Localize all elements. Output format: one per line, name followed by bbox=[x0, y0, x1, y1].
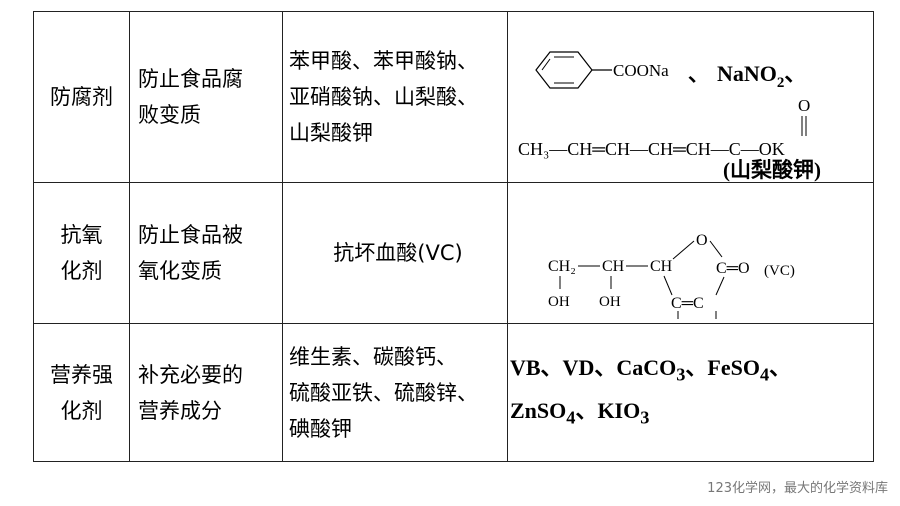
sorbate-chain: CH₃—CH═CH—CH═CH—C—OK bbox=[518, 139, 785, 159]
food-additive-table: 防腐剂 防止食品腐 败变质 苯甲酸、苯甲酸钠、 亚硝酸钠、山梨酸、 山梨酸钾 C… bbox=[33, 11, 874, 462]
benzene-ring-icon bbox=[535, 51, 612, 89]
function-cell: 防止食品腐 败变质 bbox=[129, 11, 283, 183]
category-text: 化剂 bbox=[60, 398, 103, 423]
ascorbic-acid-structure: CH₂ CH CH O C═O C═C (VC) OH OH bbox=[548, 232, 795, 319]
substances-cell: 维生素、碳酸钙、 硫酸亚铁、硫酸锌、 碘酸钾 bbox=[282, 323, 508, 462]
category-text: 抗氧 bbox=[60, 223, 103, 247]
nutrient-formulas-line: ZnSO4、KIO3 bbox=[510, 397, 650, 427]
function-text: 防止食品被 bbox=[138, 223, 243, 247]
substance-text: 苯甲酸、苯甲酸钠、 bbox=[289, 49, 478, 73]
table-row: 营养强 化剂 补充必要的 营养成分 维生素、碳酸钙、 硫酸亚铁、硫酸锌、 碘酸钾… bbox=[33, 323, 874, 462]
ch2-group: CH₂ bbox=[548, 258, 576, 275]
category-cell: 营养强 化剂 bbox=[33, 323, 130, 462]
ring-oxygen: O bbox=[696, 232, 708, 249]
function-cell: 补充必要的 营养成分 bbox=[129, 323, 283, 462]
function-text: 防止食品腐 bbox=[138, 67, 243, 91]
separator: 、 bbox=[688, 62, 709, 86]
ring-bond bbox=[672, 240, 695, 260]
substance-text: 抗坏血酸(VC) bbox=[333, 241, 463, 265]
ring-bond bbox=[715, 276, 725, 296]
carbonyl-o: O bbox=[798, 96, 810, 115]
substances-cell: 抗坏血酸(VC) bbox=[282, 182, 508, 324]
substance-text: 亚硝酸钠、山梨酸、 bbox=[289, 85, 478, 109]
function-cell: 防止食品被 氧化变质 bbox=[129, 182, 283, 324]
function-text: 补充必要的 bbox=[138, 362, 243, 387]
nano2-formula: NaNO2、 bbox=[717, 61, 806, 91]
function-text: 氧化变质 bbox=[138, 259, 222, 283]
hydroxyl: OH bbox=[599, 294, 621, 310]
table-row: 抗氧 化剂 防止食品被 氧化变质 抗坏血酸(VC) CH₂ CH CH O C═… bbox=[33, 182, 874, 324]
hydroxyl: OH bbox=[548, 294, 570, 310]
ring-bond bbox=[709, 240, 723, 258]
table-row: 防腐剂 防止食品腐 败变质 苯甲酸、苯甲酸钠、 亚硝酸钠、山梨酸、 山梨酸钾 C… bbox=[33, 11, 874, 183]
substance-text: 维生素、碳酸钙、 bbox=[289, 344, 457, 369]
formula-cell: CH₂ CH CH O C═O C═C (VC) OH OH bbox=[507, 182, 874, 324]
nutrient-formulas-line: VB、VD、CaCO3、FeSO4、 bbox=[510, 355, 792, 385]
enediol: C═C bbox=[671, 295, 704, 312]
sorbate-name: (山梨酸钾) bbox=[723, 158, 821, 182]
category-cell: 防腐剂 bbox=[33, 11, 130, 183]
category-text: 营养强 bbox=[50, 362, 113, 387]
formula-cell: COONa 、 NaNO2、 O CH₃—CH═CH—CH═CH—C—OK (山… bbox=[507, 11, 874, 183]
function-text: 败变质 bbox=[138, 103, 201, 127]
category-text: 防腐剂 bbox=[50, 85, 113, 109]
category-cell: 抗氧 化剂 bbox=[33, 182, 130, 324]
ring-bond bbox=[663, 275, 673, 296]
substances-cell: 苯甲酸、苯甲酸钠、 亚硝酸钠、山梨酸、 山梨酸钾 bbox=[282, 11, 508, 183]
vc-label: (VC) bbox=[764, 263, 795, 279]
ring-ch: CH bbox=[650, 258, 673, 275]
formula-cell: VB、VD、CaCO3、FeSO4、 ZnSO4、KIO3 bbox=[507, 323, 874, 462]
substance-text: 山梨酸钾 bbox=[289, 121, 373, 145]
benzoate-label: COONa bbox=[613, 61, 669, 80]
substance-text: 硫酸亚铁、硫酸锌、 bbox=[289, 380, 478, 405]
preservative-structures: COONa 、 NaNO2、 O CH₃—CH═CH—CH═CH—C—OK (山… bbox=[518, 51, 821, 182]
function-text: 营养成分 bbox=[138, 398, 222, 423]
carbonyl: C═O bbox=[716, 260, 750, 277]
substance-text: 碘酸钾 bbox=[289, 416, 352, 441]
ch-group: CH bbox=[602, 258, 625, 275]
watermark-text: 123化学网，最大的化学资料库 bbox=[707, 481, 888, 496]
category-text: 化剂 bbox=[60, 259, 103, 283]
